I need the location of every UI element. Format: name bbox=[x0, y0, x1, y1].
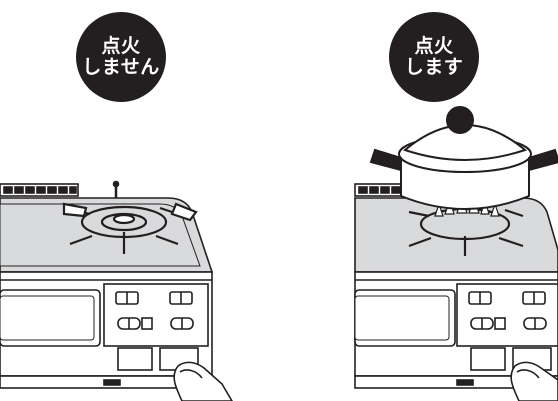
badge-line-1: 点火 bbox=[101, 36, 140, 57]
badge-line-2: しません bbox=[82, 57, 159, 78]
panel-no-ignition: 点火 しません bbox=[0, 0, 279, 401]
status-badge-no-ignition: 点火 しません bbox=[76, 12, 166, 102]
badge-line-2: します bbox=[405, 57, 464, 78]
hand-icon bbox=[174, 362, 232, 401]
status-badge-ignition: 点火 します bbox=[389, 12, 479, 102]
badge-line-1: 点火 bbox=[414, 36, 453, 57]
stove-icon bbox=[355, 184, 558, 388]
stove-icon bbox=[0, 182, 212, 389]
